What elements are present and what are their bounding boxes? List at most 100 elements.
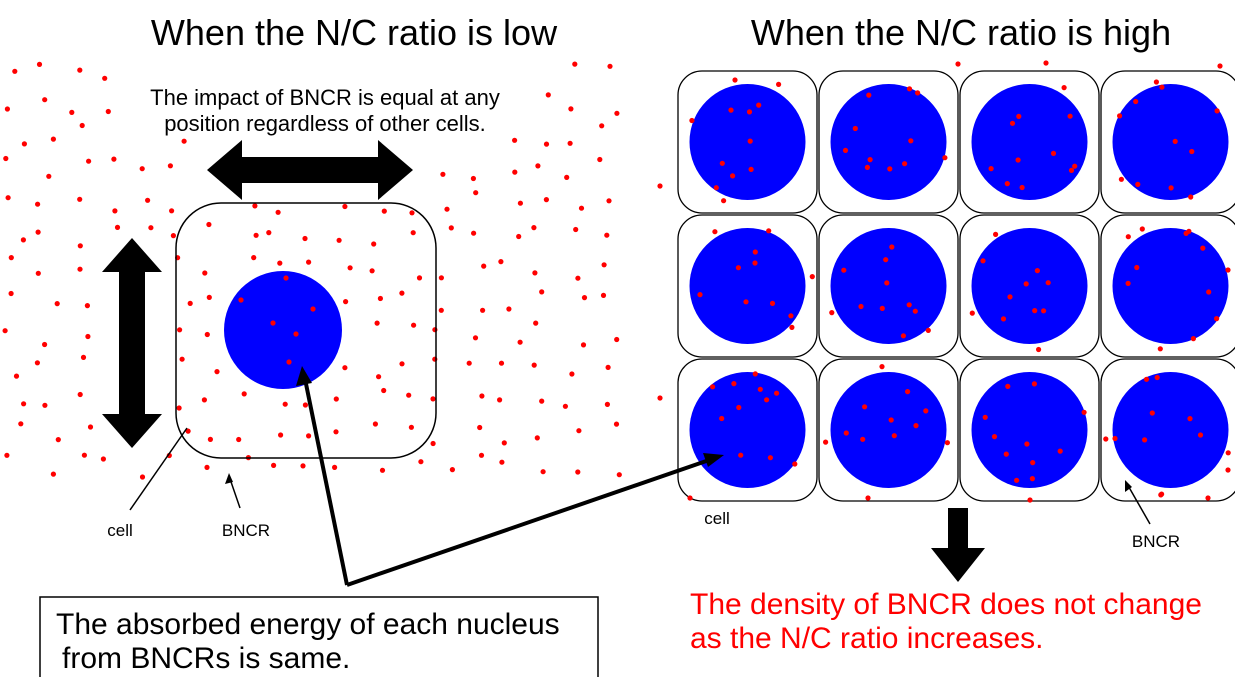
energy-box xyxy=(39,596,599,677)
bncr-dot xyxy=(187,300,193,306)
bncr-dot xyxy=(169,208,175,214)
bncr-dot xyxy=(867,157,873,163)
bncr-dot xyxy=(253,232,259,238)
bncr-dot xyxy=(477,424,483,431)
bncr-dot xyxy=(1081,409,1087,415)
bncr-dot xyxy=(379,467,386,473)
bncr-dot xyxy=(517,339,523,345)
bncr-dot xyxy=(738,452,744,458)
bncr-dot xyxy=(923,408,929,414)
bncr-dot xyxy=(1014,477,1020,483)
bncr-dot xyxy=(1072,163,1078,169)
left-title: When the N/C ratio is low xyxy=(151,12,558,53)
bncr-dot xyxy=(747,138,753,144)
bncr-dot xyxy=(100,456,106,462)
grid-nucleus xyxy=(1112,372,1229,488)
bncr-dot xyxy=(578,205,585,211)
bncr-dot xyxy=(597,156,603,163)
bncr-dot xyxy=(214,369,220,375)
bncr-dot xyxy=(1024,441,1030,447)
bncr-dot xyxy=(418,459,424,465)
left-note-line1: The impact of BNCR is equal at any xyxy=(150,85,500,110)
bncr-dot xyxy=(1157,346,1163,352)
bncr-dot xyxy=(430,396,436,402)
bncr-dot xyxy=(342,365,348,371)
bncr-dot xyxy=(449,467,455,473)
bncr-dot xyxy=(534,435,540,441)
bncr-dot xyxy=(371,241,377,247)
bncr-dot xyxy=(1117,113,1123,119)
bncr-dot xyxy=(511,137,518,143)
right-cell-label: cell xyxy=(704,509,730,528)
bncr-dot xyxy=(42,97,48,103)
bncr-dot xyxy=(185,428,191,434)
bncr-dot xyxy=(719,160,725,166)
bncr-dot xyxy=(980,258,986,264)
bncr-dot xyxy=(757,386,763,392)
bncr-dot xyxy=(21,401,27,407)
bncr-dot xyxy=(251,255,257,261)
bncr-dot xyxy=(1225,267,1231,273)
bncr-dot xyxy=(85,333,91,340)
bncr-dot xyxy=(599,123,605,129)
bncr-dot xyxy=(440,171,446,177)
bncr-dot xyxy=(1007,294,1013,300)
bncr-dot xyxy=(517,200,524,206)
bncr-dot xyxy=(1009,120,1016,126)
bncr-dot xyxy=(406,392,412,398)
bncr-dot xyxy=(764,397,770,403)
bncr-dot xyxy=(18,421,24,427)
bncr-dot xyxy=(829,310,835,316)
bncr-dot xyxy=(501,440,507,446)
bncr-dot xyxy=(4,452,10,458)
bncr-dot xyxy=(891,433,897,439)
bncr-dot xyxy=(516,233,522,240)
left-nucleus xyxy=(224,271,342,389)
bncr-dot xyxy=(204,331,210,338)
bncr-dot xyxy=(576,428,582,434)
bncr-dot xyxy=(616,472,622,478)
bncr-dot xyxy=(35,270,41,276)
bncr-dot xyxy=(479,393,485,399)
bncr-dot xyxy=(774,390,780,396)
bncr-dot xyxy=(1057,448,1063,454)
bncr-dot xyxy=(35,229,41,235)
bncr-dot xyxy=(170,233,176,239)
bncr-dot xyxy=(181,138,187,144)
bncr-dot xyxy=(347,265,353,271)
bncr-dot xyxy=(1153,79,1159,85)
bncr-dot xyxy=(993,231,999,237)
bncr-dot xyxy=(381,208,387,214)
bncr-dot xyxy=(332,464,338,470)
bncr-dot xyxy=(766,228,772,234)
bncr-dot xyxy=(1061,85,1067,91)
bncr-dot xyxy=(306,433,312,439)
bncr-dot xyxy=(1004,181,1010,187)
bncr-dot xyxy=(1135,181,1141,187)
bncr-dot xyxy=(372,421,378,427)
bncr-dot xyxy=(77,391,83,398)
bncr-dot xyxy=(915,90,921,96)
bncr-dot xyxy=(687,495,693,501)
bncr-dot xyxy=(888,417,894,423)
bncr-dot xyxy=(719,415,725,422)
bncr-dot xyxy=(879,305,885,311)
bncr-dot xyxy=(1045,280,1051,286)
horizontal-double-arrow xyxy=(207,140,413,200)
bncr-dot xyxy=(278,432,284,438)
bncr-dot xyxy=(1003,451,1009,457)
bncr-dot xyxy=(1103,436,1109,442)
bncr-dot xyxy=(42,402,48,408)
bncr-dot xyxy=(1225,467,1231,473)
bncr-dot xyxy=(776,81,782,87)
bncr-dot xyxy=(411,322,417,328)
bncr-dot xyxy=(573,226,579,233)
bncr-dot xyxy=(410,230,416,236)
bncr-dot xyxy=(399,361,405,367)
bncr-dot xyxy=(767,455,774,461)
bncr-dot xyxy=(381,387,387,394)
bncr-dot xyxy=(1031,381,1037,387)
bncr-dot xyxy=(1143,376,1150,382)
bncr-dot xyxy=(689,117,695,124)
